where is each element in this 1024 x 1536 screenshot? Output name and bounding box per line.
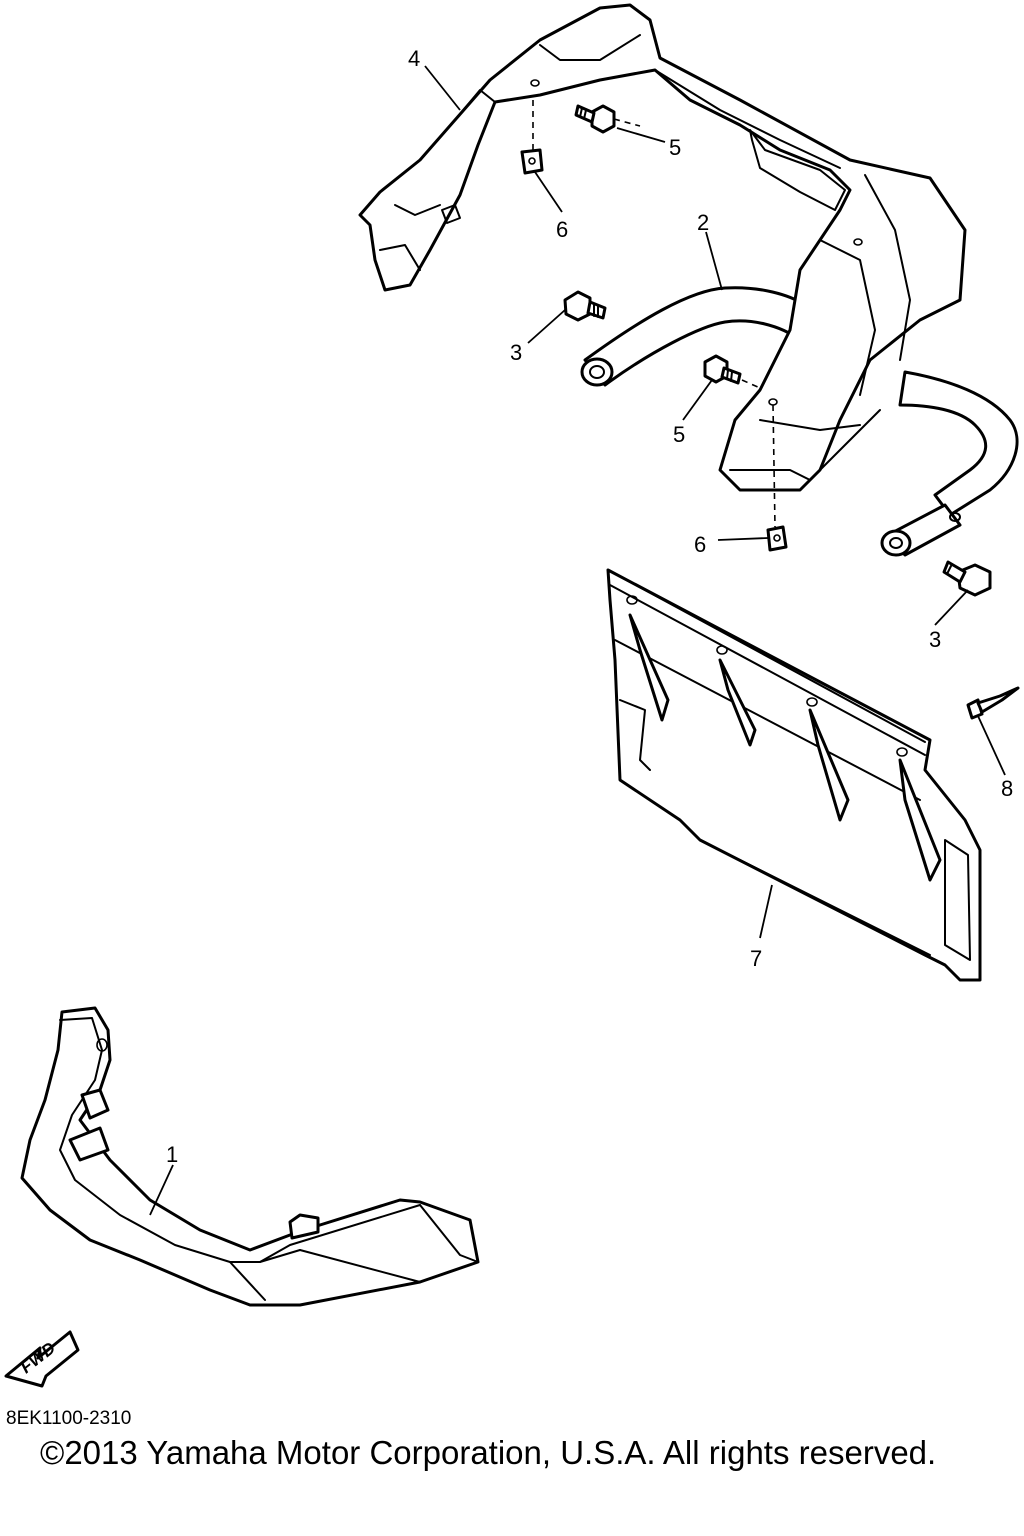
assembly-line <box>772 404 776 528</box>
callout-6b: 6 <box>694 532 706 557</box>
fwd-arrow-icon: FWD <box>4 1330 80 1388</box>
callout-1: 1 <box>166 1142 178 1167</box>
diagram-code: 8EK1100-2310 <box>6 1408 132 1429</box>
leader-line <box>527 309 566 344</box>
leader-line <box>149 1164 174 1216</box>
callout-6a: 6 <box>556 217 568 242</box>
clip-nut-6a <box>520 148 544 175</box>
leader-line <box>705 231 723 291</box>
callout-3b: 3 <box>929 627 941 652</box>
callout-2: 2 <box>697 210 709 235</box>
rear-cover <box>358 3 967 492</box>
leader-line <box>424 65 461 111</box>
assembly-line <box>741 379 761 389</box>
callout-5a: 5 <box>669 135 681 160</box>
bolt-5a <box>574 104 616 134</box>
callout-8: 8 <box>1001 776 1013 801</box>
leader-line <box>616 127 666 143</box>
callout-7: 7 <box>750 946 762 971</box>
leader-line <box>759 884 773 939</box>
bolt-3b <box>942 560 992 597</box>
callout-4: 4 <box>408 46 420 71</box>
leader-line <box>534 171 563 213</box>
mud-flap <box>606 568 982 982</box>
callout-5b: 5 <box>673 422 685 447</box>
leader-line <box>977 715 1006 776</box>
bolt-3a <box>563 290 607 322</box>
copyright-notice: ©2013 Yamaha Motor Corporation, U.S.A. A… <box>40 1434 937 1471</box>
leader-line <box>717 537 769 541</box>
bolt-5b <box>703 354 742 385</box>
leader-line <box>934 589 969 626</box>
rivet-8 <box>966 686 1020 720</box>
callout-3a: 3 <box>510 340 522 365</box>
assembly-line <box>613 118 641 127</box>
leader-line <box>682 379 713 421</box>
front-bumper <box>20 1006 480 1307</box>
clip-nut-6b <box>766 525 788 552</box>
